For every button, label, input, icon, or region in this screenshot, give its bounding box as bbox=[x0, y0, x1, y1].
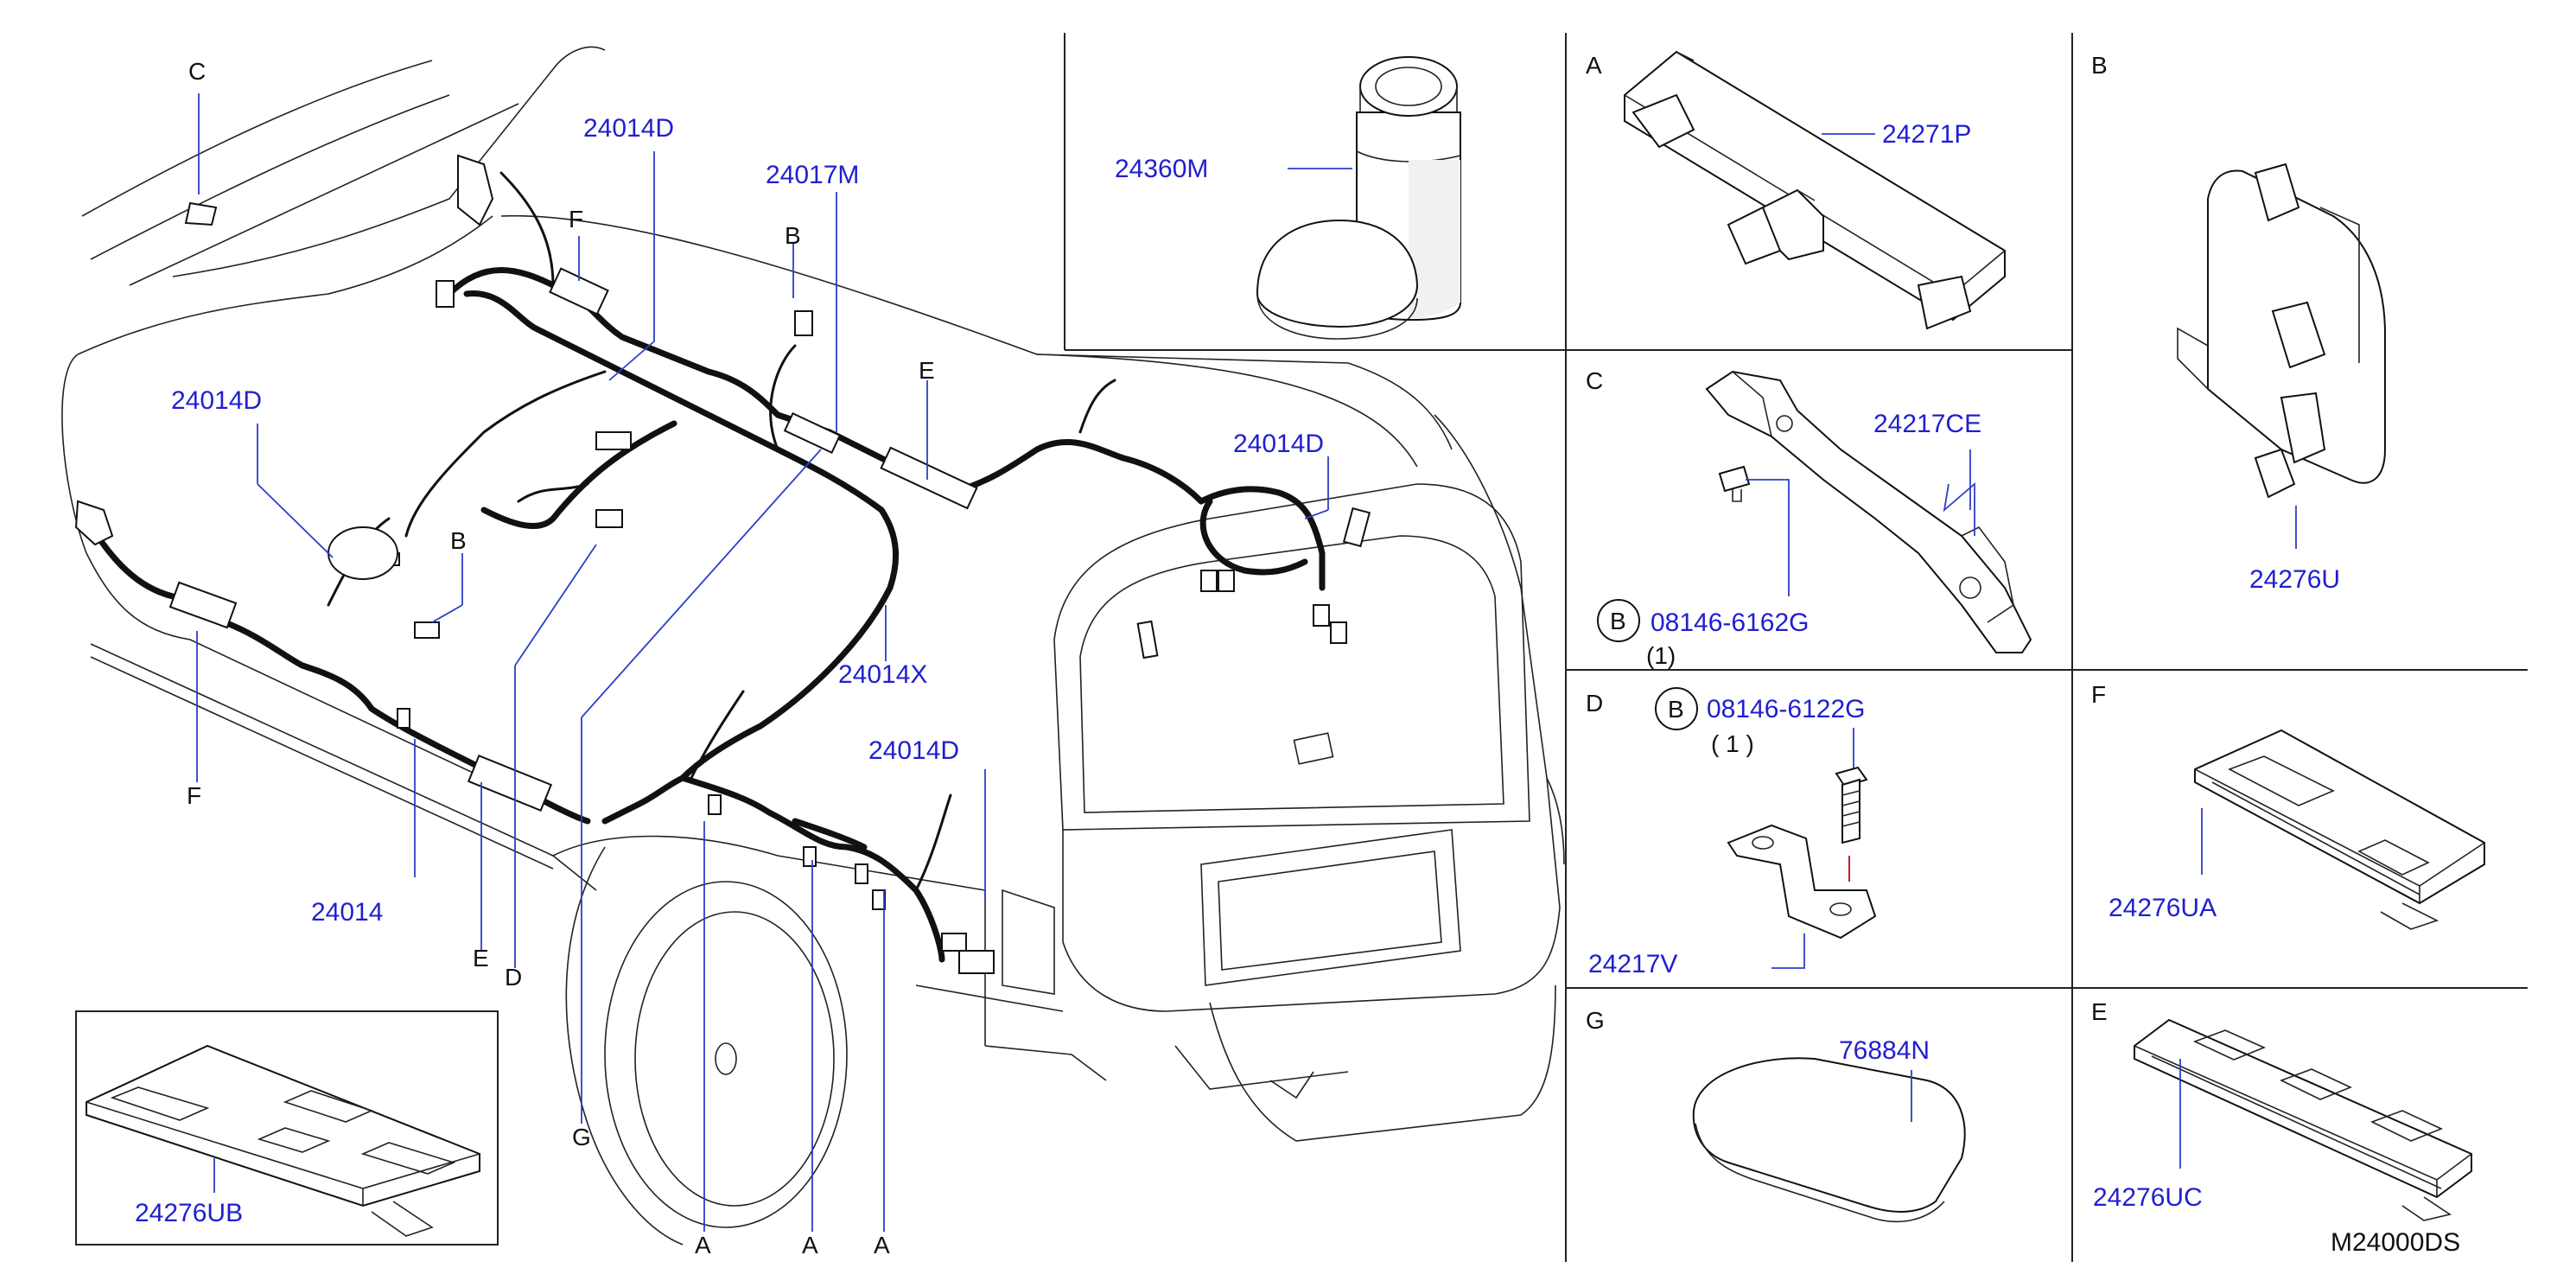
part-number-label: 24217V bbox=[1588, 950, 1677, 978]
ref-label-b: B bbox=[450, 527, 467, 554]
ref-label-a: A bbox=[874, 1232, 890, 1258]
diagram-code: M24000DS bbox=[2331, 1228, 2460, 1257]
part-number-label: 24217CE bbox=[1873, 410, 1981, 438]
panel-letter: B bbox=[2091, 52, 2108, 79]
part-number-label: 24276UC bbox=[2093, 1183, 2203, 1212]
part-number-label: 08146-6162G bbox=[1651, 608, 1810, 637]
panel-g: G 76884N bbox=[1586, 1007, 1966, 1223]
panel-letter: D bbox=[1586, 690, 1603, 717]
ref-label-g: G bbox=[572, 1124, 591, 1150]
part-number-label: 24276UA bbox=[2109, 894, 2217, 922]
part-number-label: 24014D bbox=[171, 386, 262, 415]
panel-a: A 24271P bbox=[1586, 50, 2006, 330]
panel-letter: F bbox=[2091, 681, 2106, 708]
ref-label-e: E bbox=[919, 357, 935, 384]
main-view-leaders bbox=[196, 93, 1329, 1232]
part-number-label: 24014 bbox=[311, 898, 383, 927]
panel-grid bbox=[75, 33, 2528, 1262]
ref-label-b: B bbox=[785, 222, 801, 249]
vehicle-outline bbox=[61, 46, 1565, 1246]
ref-label-f: F bbox=[187, 782, 201, 809]
part-number-label: 24271P bbox=[1882, 120, 1971, 149]
panel-d: D B 08146-6122G ( 1 ) 24217V bbox=[1586, 687, 1877, 978]
panel-f: F 24276UA bbox=[2091, 681, 2485, 930]
part-number-label: 24014X bbox=[838, 660, 927, 689]
ref-label-a: A bbox=[802, 1232, 818, 1258]
part-number-label: 24360M bbox=[1115, 155, 1208, 183]
quantity-label: (1) bbox=[1646, 642, 1676, 669]
panel-letter: E bbox=[2091, 998, 2108, 1025]
part-number-label: 24276UB bbox=[135, 1199, 243, 1227]
inset-24276ub: 24276UB bbox=[86, 1044, 480, 1237]
ref-label-a: A bbox=[695, 1232, 711, 1258]
part-number-label: 24014D bbox=[1233, 430, 1324, 458]
panel-letter: G bbox=[1586, 1007, 1605, 1034]
panel-c: C B 08146-6162G (1) 24217CE bbox=[1586, 367, 2032, 669]
part-number-label: 24014D bbox=[868, 736, 959, 765]
main-view-labels: C F B E B F E D G A A A 24014D 24017M 24… bbox=[171, 58, 1324, 1258]
ref-label-c: C bbox=[188, 58, 206, 85]
ref-label-e: E bbox=[473, 945, 489, 972]
panel-24360m: 24360M bbox=[1115, 56, 1461, 340]
bolt-symbol: B bbox=[1610, 608, 1626, 634]
ref-label-f: F bbox=[569, 206, 583, 233]
panel-b: B 24276U bbox=[2091, 52, 2386, 594]
part-number-label: 24017M bbox=[766, 161, 859, 189]
part-number-label: 08146-6122G bbox=[1707, 695, 1866, 723]
ref-label-d: D bbox=[505, 964, 522, 991]
quantity-label: ( 1 ) bbox=[1711, 730, 1754, 757]
part-number-label: 24276U bbox=[2249, 565, 2340, 594]
panel-e: E 24276UC bbox=[2091, 998, 2472, 1221]
bolt-symbol: B bbox=[1668, 696, 1684, 723]
panel-letter: A bbox=[1586, 52, 1602, 79]
part-number-label: 24014D bbox=[583, 114, 674, 143]
panel-letter: C bbox=[1586, 367, 1603, 394]
part-number-label: 76884N bbox=[1839, 1036, 1930, 1065]
harness-connectors bbox=[74, 154, 1371, 974]
